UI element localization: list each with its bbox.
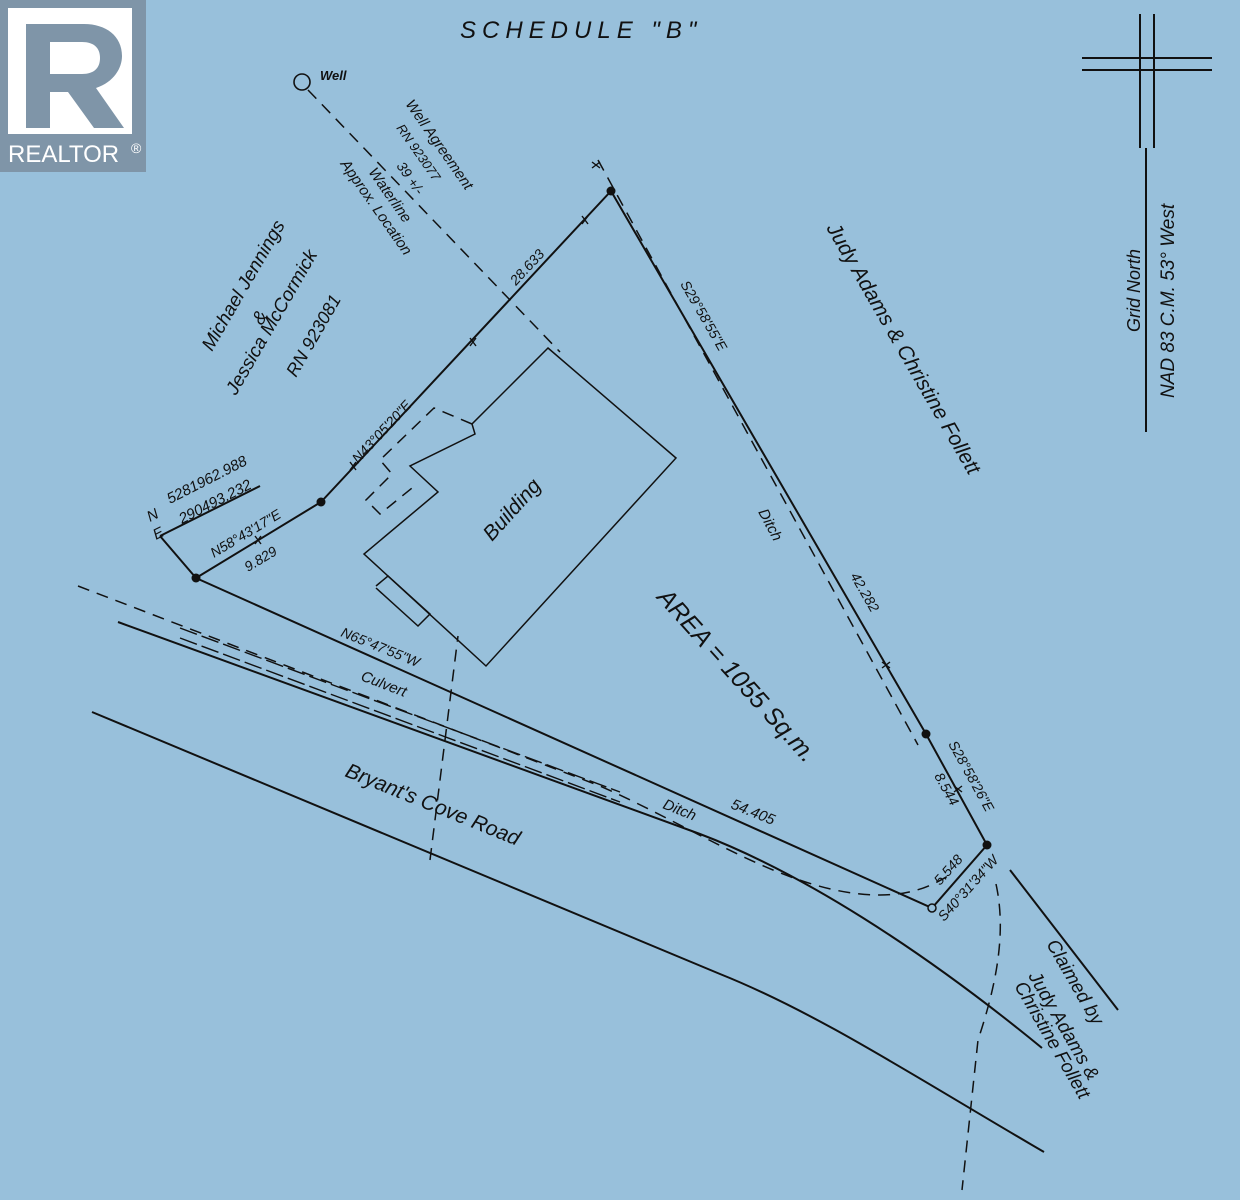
bearing-2: N43°05'20"E [348,397,414,466]
coord-n-label: N [144,505,162,525]
waterline-dashed [307,89,561,353]
north-arrow: Grid North NAD 83 C.M. 53° West [1082,14,1212,432]
survey-markers [191,186,992,913]
well-icon [293,73,311,91]
distance-6: 54.405 [729,796,779,829]
schedule-title: SCHEDULE "B" [460,17,702,44]
building-footprint [362,346,678,668]
realtor-logo-text: REALTOR [8,141,119,168]
registered-mark: ® [131,140,142,156]
nad83-label: NAD 83 C.M. 53° West [1158,203,1179,398]
realtor-logo: REALTOR ® [0,0,146,172]
building-label: Building [479,474,546,545]
grid-north-label: Grid North [1124,249,1144,332]
distance-5: 5.548 [930,851,965,888]
realtor-r-icon [8,8,132,134]
well-label: Well [320,68,347,83]
coordinate-leader-rule [159,485,261,537]
coordinate-leader [159,535,197,579]
bearing-3: S29°58'55"E [677,278,731,355]
area-label: AREA = 1055 Sq.m. [650,582,822,768]
ditch-east-label: Ditch [754,506,785,544]
boundary-ticks [254,161,963,793]
owner-west-2: Jessica McCormick [222,245,323,399]
road-lines [77,159,1119,1191]
owner-east: Judy Adams & Christine Follett [821,218,985,479]
culvert [179,627,621,803]
